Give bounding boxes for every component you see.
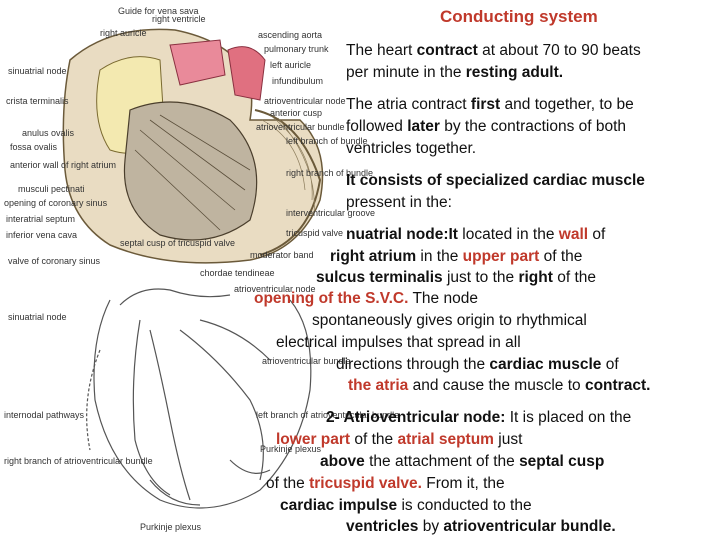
para2-line2: followed later by the contractions of bo…: [346, 118, 627, 135]
figure-label: atrioventricular node: [234, 284, 316, 294]
av-line5: cardiac impulse is conducted to the: [280, 497, 532, 514]
figure-label: sinuatrial node: [8, 312, 67, 322]
figure-label: Purkinje plexus: [140, 522, 202, 532]
figure-label: valve of coronary sinus: [8, 256, 101, 266]
figure-label: crista terminalis: [6, 96, 69, 106]
figure-label: musculi pectinati: [18, 184, 85, 194]
figure-label: right branch of bundle: [286, 168, 374, 178]
figure-label: internodal pathways: [4, 410, 85, 420]
figure-label: anterior wall of right atrium: [10, 160, 117, 170]
figure-label: atrioventricular node: [264, 96, 346, 106]
figure-label: right auricle: [100, 28, 147, 38]
para2-line1: The atria contract first and together, t…: [346, 96, 634, 113]
figure-label: right branch of atrioventricular bundle: [4, 456, 153, 466]
av-line4: of the tricuspid valve. From it, the: [266, 475, 505, 492]
figure-label: inferior vena cava: [6, 230, 78, 240]
figure-label: interventricular groove: [286, 208, 376, 218]
figure-label: fossa ovalis: [10, 142, 58, 152]
figure-label: sinuatrial node: [8, 66, 67, 76]
para2-line3: ventricles together.: [346, 140, 477, 157]
figure-label: moderator band: [250, 250, 314, 260]
para1-line2: per minute in the resting adult.: [346, 64, 564, 81]
figure-label: anulus ovalis: [22, 128, 75, 138]
figure-label: ascending aorta: [258, 30, 323, 40]
figure-label: septal cusp of tricuspid valve: [120, 238, 236, 248]
heart-section-illustration: [62, 28, 324, 264]
para1-line1: The heart contract at about 70 to 90 bea…: [346, 42, 641, 59]
figure-label: chordae tendineae: [200, 268, 275, 278]
para3-line1: It consists of specialized cardiac muscl…: [346, 172, 645, 189]
sa-line3: sulcus terminalis just to the right of t…: [316, 269, 596, 286]
figure-label: tricuspid valve: [286, 228, 344, 238]
figure-label: atrioventricular bundle: [262, 356, 351, 366]
figure-label: pulmonary trunk: [264, 44, 329, 54]
conduction-schematic: [86, 288, 312, 509]
sa-line1: nuatrial node:It located in the wall of: [346, 226, 606, 243]
figure-label: Guide for vena sava: [118, 6, 199, 16]
figure-label: left branch of atrioventricular bundle: [256, 410, 400, 420]
para3-line2: pressent in the:: [346, 194, 452, 211]
figure-label: right ventricle: [152, 14, 206, 24]
av-line2: lower part of the atrial septum just: [276, 431, 523, 448]
figure-label: atrioventricular bundle: [256, 122, 345, 132]
av-line3: above the attachment of the septal cusp: [320, 453, 605, 470]
sa-line6: electrical impulses that spread in all: [276, 334, 521, 351]
slide-title: Conducting system: [440, 7, 598, 26]
figure-label: left auricle: [270, 60, 312, 70]
figure-label: interatrial septum: [6, 214, 76, 224]
figure-label: Purkinje plexus: [260, 444, 322, 454]
figure-label: anterior cusp: [270, 108, 323, 118]
sa-line5: spontaneously gives origin to rhythmical: [312, 312, 587, 329]
av-line1: 2- Atrioventricular node: It is placed o…: [326, 409, 632, 426]
figure-label: opening of coronary sinus: [4, 198, 108, 208]
av-line6: ventricles by atrioventricular bundle.: [346, 518, 616, 535]
figure-label: infundibulum: [272, 76, 324, 86]
sa-line8: the atria and cause the muscle to contra…: [348, 377, 651, 394]
sa-line4: opening of the S.V.C. The node: [254, 290, 478, 307]
figure-label: left branch of bundle: [286, 136, 368, 146]
sa-line2: right atrium in the upper part of the: [330, 248, 583, 265]
sa-line7: directions through the cardiac muscle of: [336, 356, 619, 373]
